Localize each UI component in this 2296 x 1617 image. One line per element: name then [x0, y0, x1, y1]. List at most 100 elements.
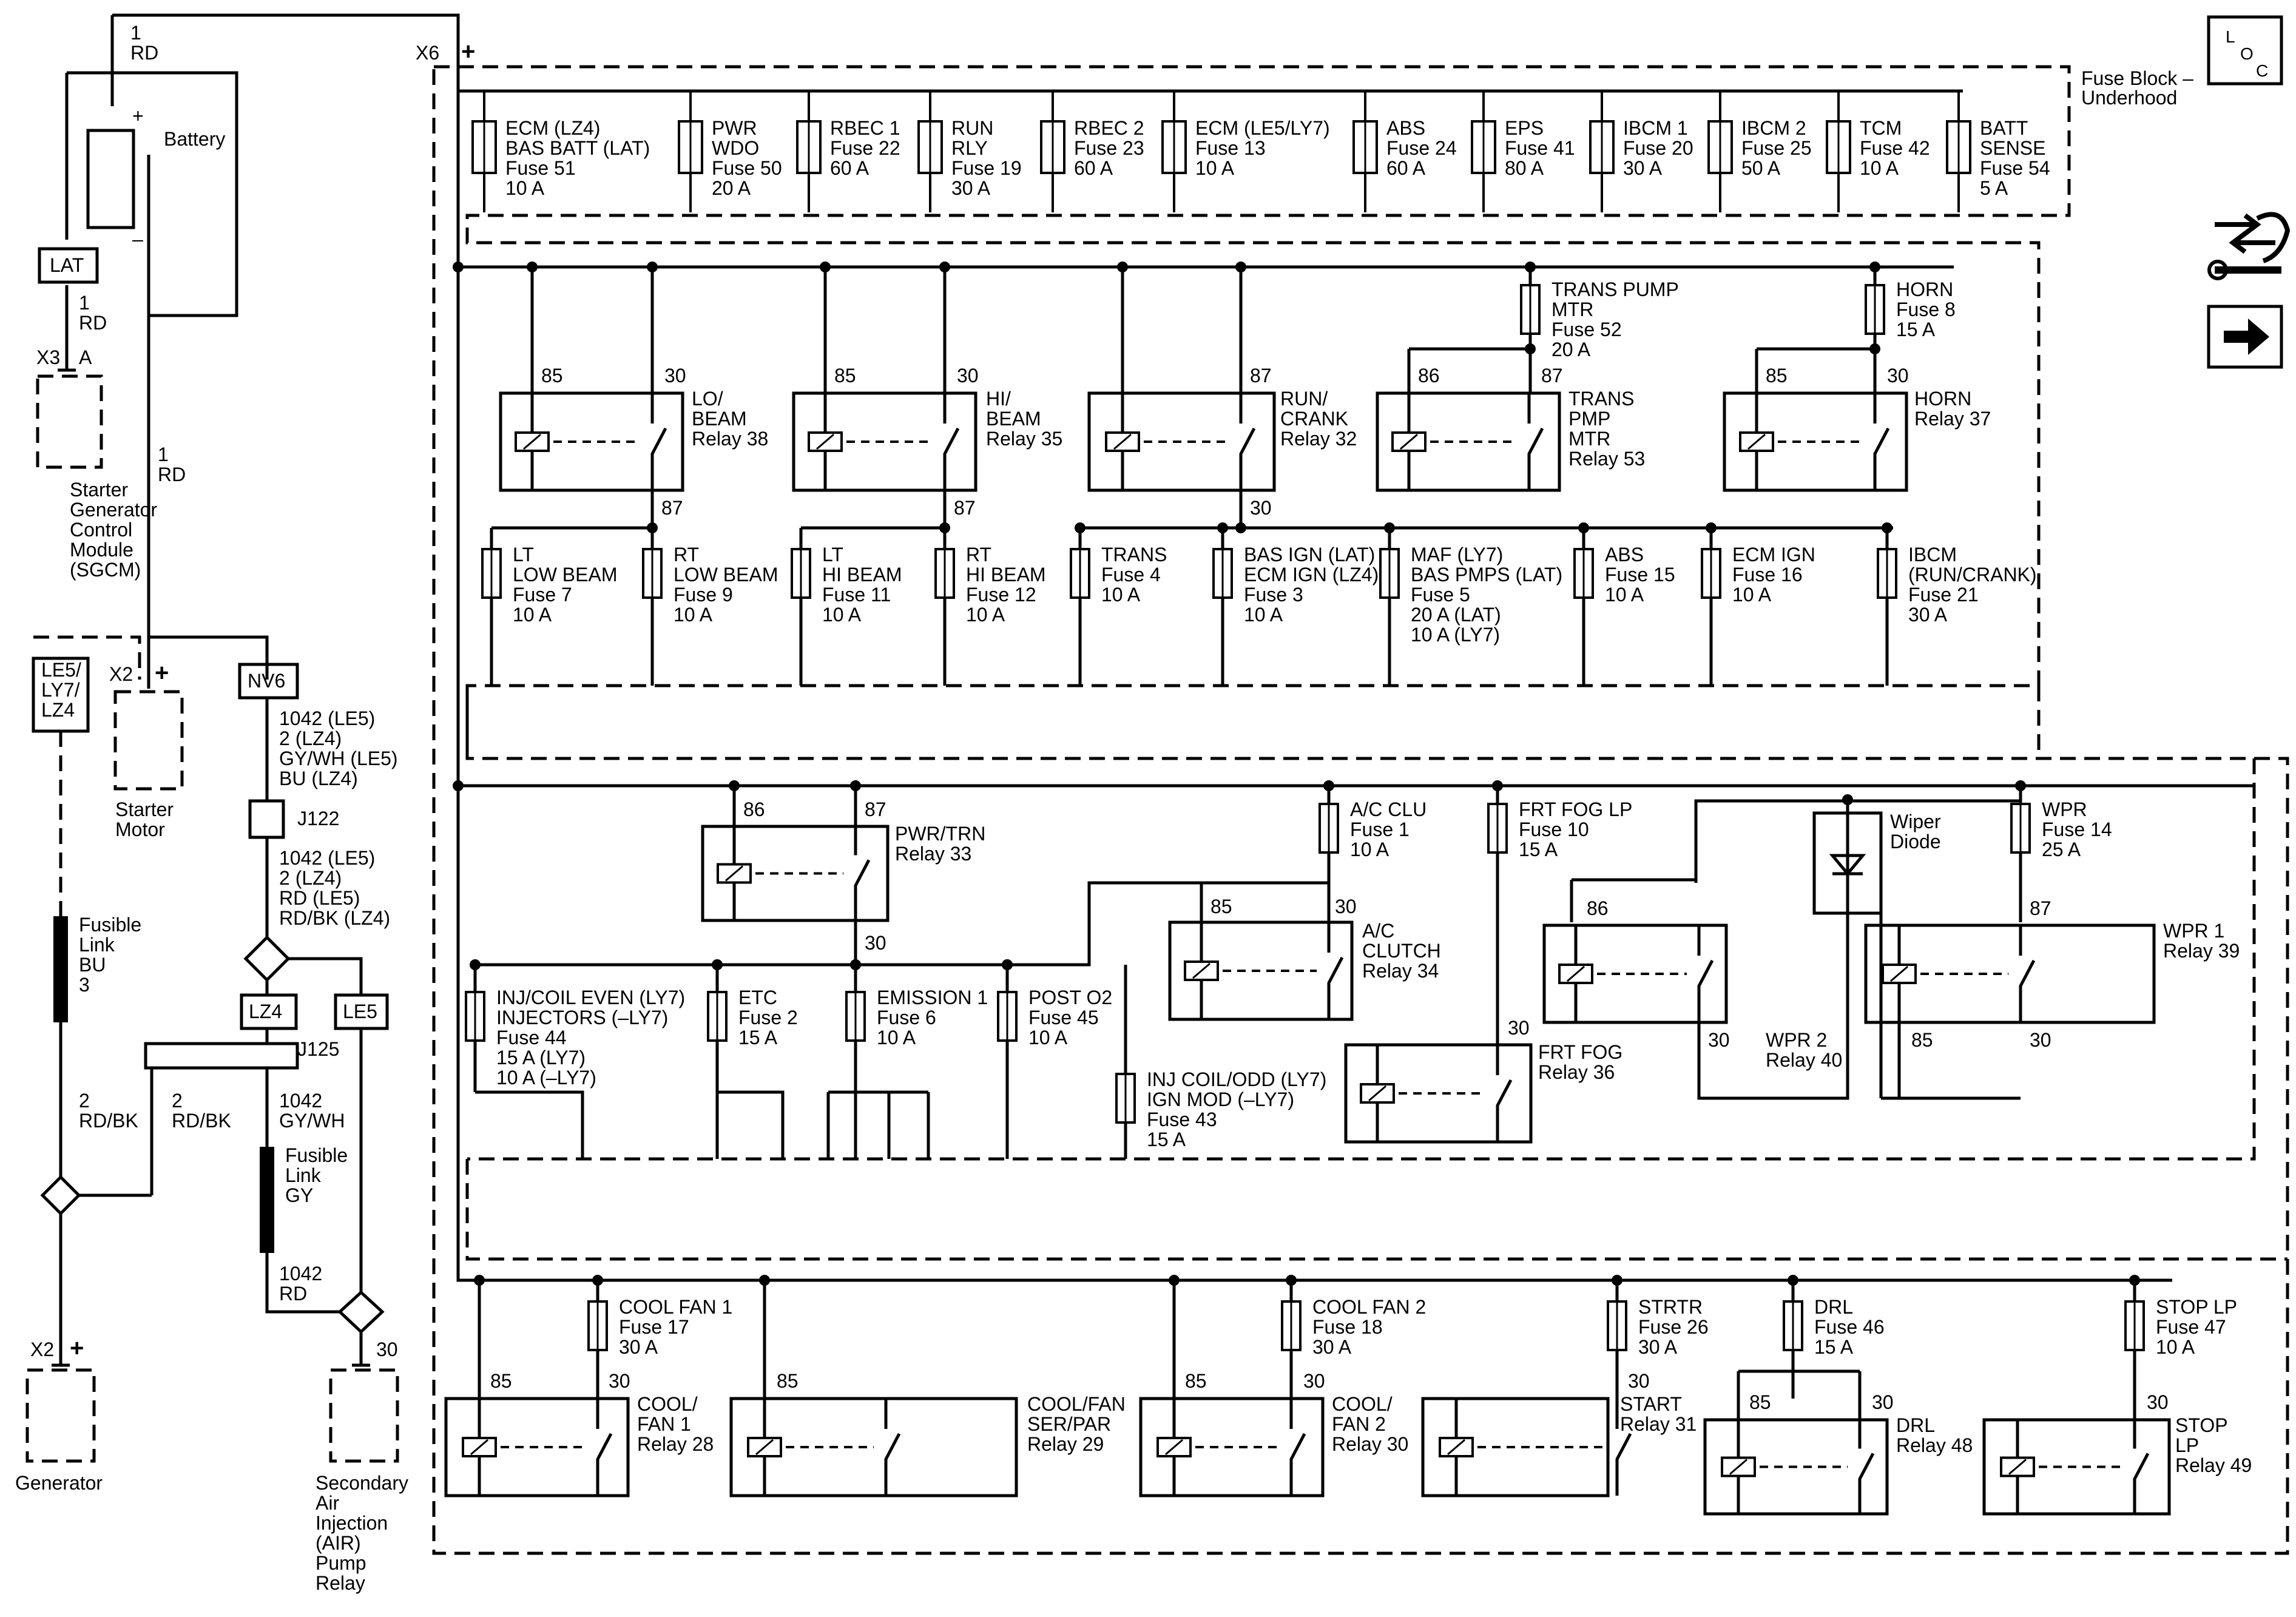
- row4-fuse-3-label-line-3: 30 A: [1638, 1336, 1678, 1358]
- row2-lower-fuse-6-label-line-4: 10 A: [1244, 604, 1283, 626]
- row2-lower-fuse-5-label-line-3: 10 A: [1101, 584, 1141, 606]
- relay-frt-fog-pin: 30: [1508, 1017, 1530, 1039]
- relay-row2-4-label-line-1: TRANS: [1568, 388, 1634, 410]
- relay-wpr1-label-line-2: Relay 39: [2163, 940, 2240, 962]
- top-fuse-8-label-line-1: EPS: [1505, 117, 1544, 139]
- row2-lower-fuse-1-label-line-1: LT: [513, 544, 534, 565]
- top-fuse-1-label-line-2: BAS BATT (LAT): [505, 137, 650, 159]
- connector-x2-starter-plus: +: [155, 660, 169, 686]
- relay-wpr1-pin-c: 30: [2030, 1029, 2051, 1051]
- top-fuse-1-label-line-1: ECM (LZ4): [505, 117, 600, 139]
- connector-x3-pin: A: [79, 346, 92, 368]
- relay-row2-4-label-line-2: PMP: [1568, 408, 1610, 430]
- wire-1042-d-line-1: 1042: [279, 1263, 322, 1284]
- relay-pwr-trn-pin-a: 86: [743, 798, 765, 820]
- top-fuse-12-label-line-3: Fuse 54: [1980, 157, 2050, 179]
- row2-lower-fuse-4-label-line-4: 10 A: [966, 604, 1005, 626]
- top-fuse-4-label-line-2: RLY: [951, 137, 988, 159]
- relay-wpr2-label-line-1: WPR 2: [1766, 1029, 1827, 1051]
- top-fuse-1-label-line-3: Fuse 51: [505, 157, 576, 179]
- relay-ac-clutch-pin-a: 85: [1210, 896, 1232, 917]
- wire-1042-b-line-1: 1042 (LE5): [279, 847, 375, 869]
- row4-fuse-1-label-line-1: COOL FAN 1: [619, 1296, 732, 1318]
- row2-lower-fuse-8-label-line-3: 10 A: [1605, 584, 1644, 606]
- top-fuse-10-label-line-1: IBCM 2: [1741, 117, 1806, 139]
- lat-tag: LAT: [50, 254, 84, 276]
- tools-icon[interactable]: [2207, 212, 2291, 280]
- row2-lower-fuse-4-label-line-3: Fuse 12: [966, 584, 1036, 606]
- relay-row2-3-label-line-2: CRANK: [1280, 408, 1348, 430]
- loc-icon[interactable]: L O C: [2207, 15, 2283, 86]
- relay-row4-3-label-line-1: COOL/: [1332, 1393, 1393, 1415]
- relay-row2-1-label-line-2: BEAM: [692, 408, 747, 430]
- row3-fuse-1-label-line-4: 15 A (LY7): [496, 1047, 586, 1068]
- relay-pwr-trn-label-line-2: Relay 33: [895, 843, 971, 865]
- relay-row4-1-pin-1: 85: [490, 1370, 512, 1392]
- relay-pwr-trn-label-line-1: PWR/TRN: [895, 823, 985, 845]
- row2-lower-fuse-1-label-line-2: LOW BEAM: [513, 564, 617, 586]
- fusible-link-bu-label-line-2: Link: [79, 934, 115, 956]
- wire-1-rd-lat-line-2: RD: [79, 312, 107, 334]
- relay-row4-6-label-line-2: LP: [2175, 1434, 2199, 1456]
- wire-2-rd-bk-b-line-1: 2: [172, 1090, 183, 1112]
- row2-lower-fuse-7-label-line-1: MAF (LY7): [1411, 544, 1503, 565]
- relay-ac-clutch-pin-b: 30: [1335, 896, 1357, 917]
- row4-fuse-5-label-line-3: 10 A: [2156, 1336, 2195, 1358]
- row2-lower-fuse-10-label-line-1: IBCM: [1908, 544, 1957, 565]
- relay-row2-4-label-line-3: MTR: [1568, 428, 1610, 450]
- relay-row2-3-label-line-1: RUN/: [1280, 388, 1328, 410]
- connector-x2-starter: X2: [109, 663, 133, 685]
- wire-1042-a-line-2: 2 (LZ4): [279, 727, 342, 749]
- top-fuse-9-label-line-3: 30 A: [1623, 157, 1663, 179]
- row2-lower-fuse-3-label-line-3: Fuse 11: [822, 584, 891, 606]
- next-arrow-icon[interactable]: [2207, 305, 2283, 369]
- sgcm-label-line-2: Generator: [70, 499, 157, 521]
- row3-fuse-7-label-line-1: FRT FOG LP: [1519, 798, 1632, 820]
- relay-row4-1-label-line-3: Relay 28: [637, 1433, 714, 1455]
- row2-top-fuse-1-label-line-1: TRANS PUMP: [1551, 279, 1679, 300]
- row3-fuse-5-label-line-3: Fuse 43: [1147, 1109, 1217, 1130]
- row2-lower-fuse-7-label-line-4: 20 A (LAT): [1411, 604, 1501, 626]
- relay-row2-2-out: 87: [954, 497, 976, 519]
- top-fuse-9-label-line-1: IBCM 1: [1623, 117, 1688, 139]
- relay-frt-fog-label-line-2: Relay 36: [1538, 1061, 1615, 1083]
- connector-x2-generator-plus: +: [70, 1335, 84, 1362]
- row2-top-fuse-1-label-line-2: MTR: [1551, 299, 1593, 320]
- row2-top-fuse-2-label-line-1: HORN: [1896, 279, 1953, 300]
- row3-fuse-5-label-line-2: IGN MOD (–LY7): [1147, 1089, 1294, 1110]
- row2-lower-fuse-5-label-line-1: TRANS: [1101, 544, 1167, 565]
- fusible-link-bu-label-line-3: BU: [79, 954, 106, 976]
- top-fuse-2-label-line-1: PWR: [712, 117, 757, 139]
- row2-lower-fuse-7-label-line-5: 10 A (LY7): [1411, 624, 1500, 646]
- row4-fuse-4-label-line-1: DRL: [1814, 1296, 1853, 1318]
- row3-fuse-8-label-line-1: WPR: [2042, 798, 2087, 820]
- relay-row2-3-pin-a: 87: [1250, 365, 1272, 387]
- relay-ac-clutch-label-line-2: CLUTCH: [1362, 940, 1441, 962]
- generator-label: Generator: [15, 1472, 103, 1494]
- relay-row4-1-label-line-2: FAN 1: [637, 1413, 691, 1435]
- row2-lower-fuse-10-label-line-4: 30 A: [1908, 604, 1948, 626]
- row3-fuse-5-label-line-1: INJ COIL/ODD (LY7): [1147, 1068, 1326, 1090]
- row2-lower-fuse-9-label-line-2: Fuse 16: [1732, 564, 1803, 586]
- wire-2-rd-bk-a-line-2: RD/BK: [79, 1110, 138, 1132]
- row2-lower-fuse-3-label-line-2: HI BEAM: [822, 564, 902, 586]
- top-fuse-4-label-line-4: 30 A: [951, 177, 991, 199]
- connector-x6: X6: [416, 42, 439, 64]
- row4-fuse-3-label-line-1: STRTR: [1638, 1296, 1703, 1318]
- top-fuse-6-label-line-3: 10 A: [1195, 157, 1235, 179]
- row3-fuse-2-label-line-3: 15 A: [738, 1027, 778, 1048]
